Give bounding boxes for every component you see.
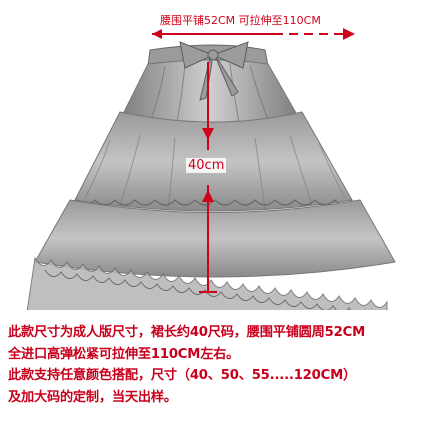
skirt-lower-tier bbox=[34, 199, 396, 278]
product-description: 此款尺寸为成人版尺寸，裙长约40尺码，腰围平铺圆周52CM 全进口高弹松紧可拉伸… bbox=[8, 322, 428, 408]
waist-measurement-label: 腰围平铺52CM 可拉伸至110CM bbox=[160, 14, 321, 27]
length-measure-arrow bbox=[199, 62, 217, 293]
tutu-skirt-photo bbox=[26, 28, 396, 310]
description-line: 此款支持任意颜色搭配，尺寸（40、50、55.....120CM） bbox=[8, 368, 357, 383]
description-line: 及加大码的定制，当天出样。 bbox=[8, 389, 177, 405]
waist-measure-arrow bbox=[152, 28, 355, 40]
description-line: 此款尺寸为成人版尺寸，裙长约40尺码，腰围平铺圆周52CM bbox=[8, 325, 366, 340]
skirt-ruffle-hem bbox=[26, 256, 388, 310]
length-measurement-label: 40cm bbox=[186, 158, 227, 173]
description-line: 全进口高弹松紧可拉伸至110CM左右。 bbox=[8, 346, 240, 362]
bow bbox=[179, 41, 249, 101]
